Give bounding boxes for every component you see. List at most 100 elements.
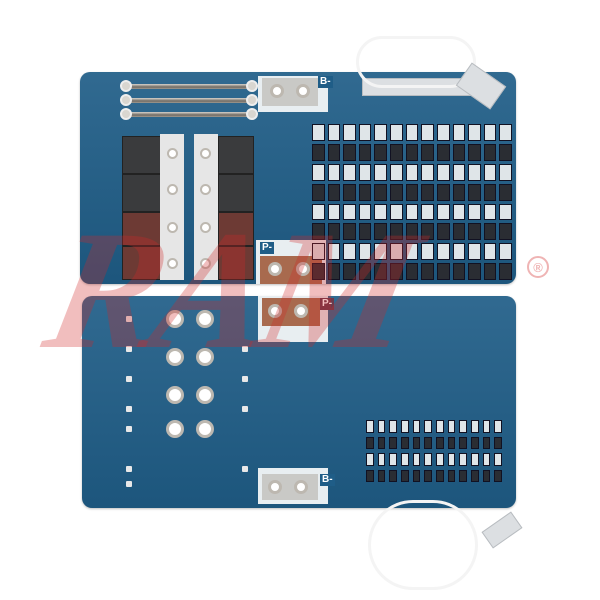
smd-component: [327, 243, 341, 261]
through-hole: [196, 420, 214, 438]
smd-component: [366, 436, 374, 449]
smd-component: [482, 420, 491, 433]
through-hole: [196, 310, 214, 328]
through-hole: [166, 420, 184, 438]
smd-component: [421, 124, 434, 141]
through-hole: [166, 386, 184, 404]
smd-component: [482, 453, 491, 466]
smd-component: [459, 453, 467, 466]
mount-hole: [268, 304, 282, 318]
smd-component: [421, 243, 434, 261]
smd-component: [312, 203, 325, 221]
smd-component: [483, 203, 497, 221]
smd-component: [366, 469, 374, 482]
smd-component: [424, 436, 432, 449]
smd-component: [343, 183, 356, 201]
smd-component: [421, 143, 434, 161]
watermark-text: RAM: [32, 196, 426, 384]
smd-component: [436, 163, 450, 181]
smd-component: [499, 143, 512, 161]
shunt-end: [120, 108, 132, 120]
mount-hole: [296, 84, 310, 98]
smd-component: [343, 163, 356, 181]
balance-components: [312, 124, 512, 280]
smd-component: [374, 203, 388, 221]
smd-component: [412, 453, 421, 466]
smd-component: [436, 243, 450, 261]
smd-component: [312, 183, 325, 201]
smd-component: [366, 453, 374, 466]
smd-component: [358, 223, 372, 241]
smd-component: [405, 203, 419, 221]
smd-component: [405, 183, 419, 201]
smd-component: [424, 420, 432, 433]
smd-component: [358, 243, 372, 261]
smd-component: [327, 163, 341, 181]
smd-component: [366, 420, 374, 433]
smd-component: [405, 124, 419, 141]
smd-component: [436, 263, 450, 280]
mosfet-hole: [167, 148, 178, 159]
smd-component: [327, 223, 341, 241]
mount-hole: [268, 262, 282, 276]
mosfet: [122, 246, 162, 280]
smd-component: [374, 124, 388, 141]
shunt-end: [120, 80, 132, 92]
mount-hole: [294, 304, 308, 318]
mosfet-hole: [200, 258, 211, 269]
smd-component: [390, 243, 403, 261]
smd-component: [499, 223, 512, 241]
smd-component: [400, 453, 409, 466]
bottom-smd-cluster: [366, 420, 502, 482]
smd-component: [400, 436, 409, 449]
ntc-plug: [481, 511, 523, 549]
smd-component: [452, 243, 466, 261]
smd-component: [377, 420, 386, 433]
smd-component: [424, 469, 432, 482]
smd-component: [483, 163, 497, 181]
smd-component: [482, 469, 491, 482]
smd-component: [312, 263, 325, 280]
smd-component: [436, 143, 450, 161]
smd-component: [435, 420, 444, 433]
bottom-pcb-board: P- B-: [82, 296, 516, 508]
smd-component: [327, 203, 341, 221]
mount-hole: [270, 84, 284, 98]
smd-component: [483, 223, 497, 241]
smd-component: [499, 183, 512, 201]
smd-component: [452, 203, 466, 221]
b-minus-label: B-: [318, 76, 333, 88]
mosfet: [218, 246, 254, 280]
smd-component: [343, 223, 356, 241]
smd-component: [499, 263, 512, 280]
smd-component: [390, 183, 403, 201]
smd-component: [390, 163, 403, 181]
via: [242, 376, 248, 382]
smd-component: [390, 143, 403, 161]
mosfet-hole: [167, 184, 178, 195]
smd-component: [358, 183, 372, 201]
smd-component: [390, 124, 403, 141]
shunt-resistor: [126, 98, 252, 103]
smd-component: [468, 203, 481, 221]
through-hole: [166, 310, 184, 328]
shunt-end: [246, 94, 258, 106]
via: [126, 376, 132, 382]
smd-component: [405, 263, 419, 280]
smd-component: [436, 124, 450, 141]
smd-component: [470, 420, 479, 433]
smd-component: [459, 469, 467, 482]
smd-component: [421, 263, 434, 280]
smd-component: [459, 436, 467, 449]
mount-hole: [296, 262, 310, 276]
smd-component: [421, 183, 434, 201]
via: [242, 466, 248, 472]
mosfet: [218, 136, 254, 174]
smd-component: [390, 203, 403, 221]
through-hole: [196, 348, 214, 366]
smd-component: [447, 453, 456, 466]
via: [126, 406, 132, 412]
smd-component: [468, 223, 481, 241]
smd-component: [452, 143, 466, 161]
smd-component: [435, 469, 444, 482]
